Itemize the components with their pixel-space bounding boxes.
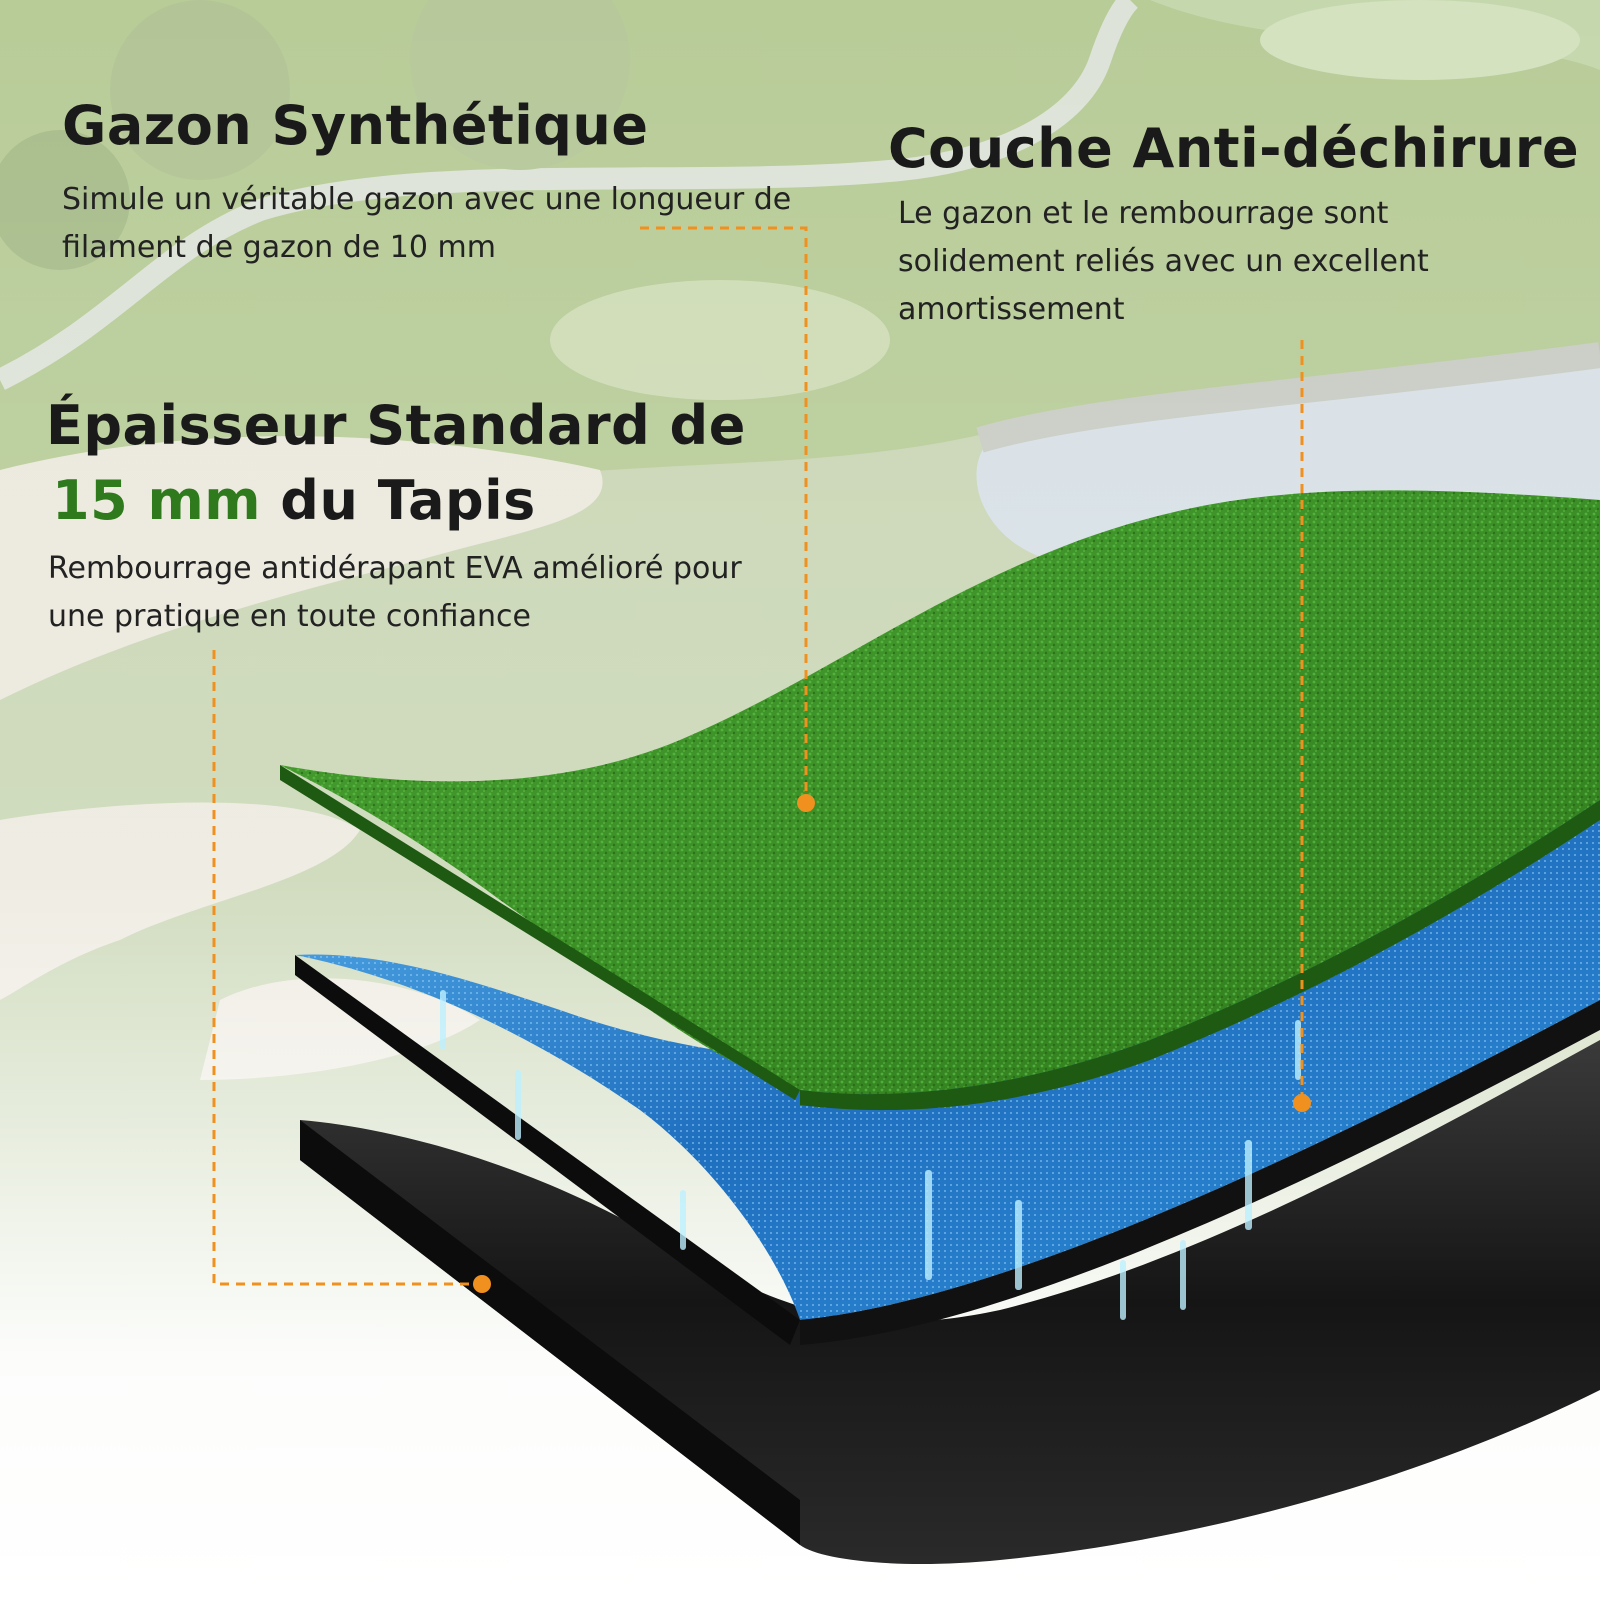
tear-resistant-feature-description: Le gazon et le rembourrage sont solideme…	[898, 196, 1429, 327]
thickness-highlight: 15 mm	[52, 469, 261, 532]
rubber-base-layer	[300, 1040, 1600, 1565]
eva-padding-layer	[295, 760, 1600, 1345]
turf-callout-dot	[797, 794, 815, 812]
turf-layer	[280, 490, 1600, 1111]
turf-feature-description: Simule un véritable gazon avec une longu…	[62, 182, 792, 265]
eva-callout-dot	[1293, 1094, 1311, 1112]
callout-lines	[212, 226, 1304, 1286]
turf-feature-title: Gazon Synthétique	[62, 94, 649, 157]
thickness-feature-description: Rembourrage antidérapant EVA amélioré po…	[48, 551, 742, 634]
base-callout-dot	[473, 1275, 491, 1293]
thickness-feature-title-line2: 15 mm du Tapis	[52, 469, 536, 532]
tear-resistant-feature-title: Couche Anti-déchirure	[888, 117, 1580, 180]
thickness-title-rest: du Tapis	[280, 469, 536, 532]
thickness-feature-title-line1: Épaisseur Standard de	[46, 394, 746, 457]
